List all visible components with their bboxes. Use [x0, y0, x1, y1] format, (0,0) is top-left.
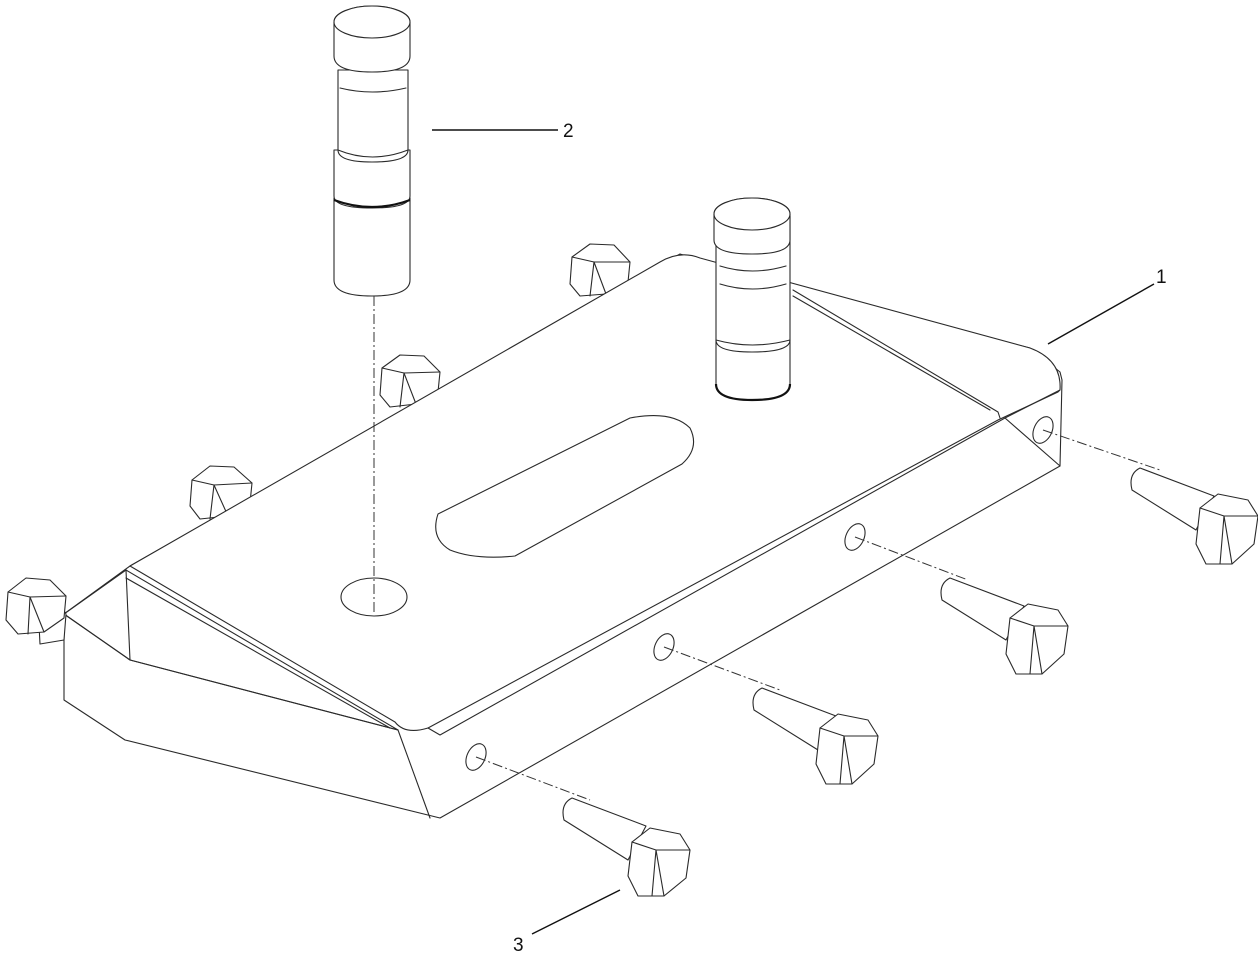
callout-2: 2 [432, 121, 574, 142]
hex-bolt-4 [562, 797, 691, 897]
callout-2-label: 2 [563, 121, 574, 142]
hex-bolt-2 [940, 577, 1069, 675]
callout-3-label: 3 [513, 935, 524, 956]
assembly-center-lines [373, 296, 1161, 801]
bolt-left-end [5, 577, 67, 645]
guide-pin-exploded [333, 5, 411, 297]
hex-bolt-3 [752, 687, 879, 785]
hex-bolt-1 [1130, 467, 1258, 565]
callout-1-label: 1 [1156, 267, 1167, 288]
callout-3: 3 [513, 889, 621, 956]
base-plate [63, 253, 1063, 819]
guide-pin-mounted [713, 197, 792, 402]
callout-1: 1 [1047, 267, 1167, 345]
